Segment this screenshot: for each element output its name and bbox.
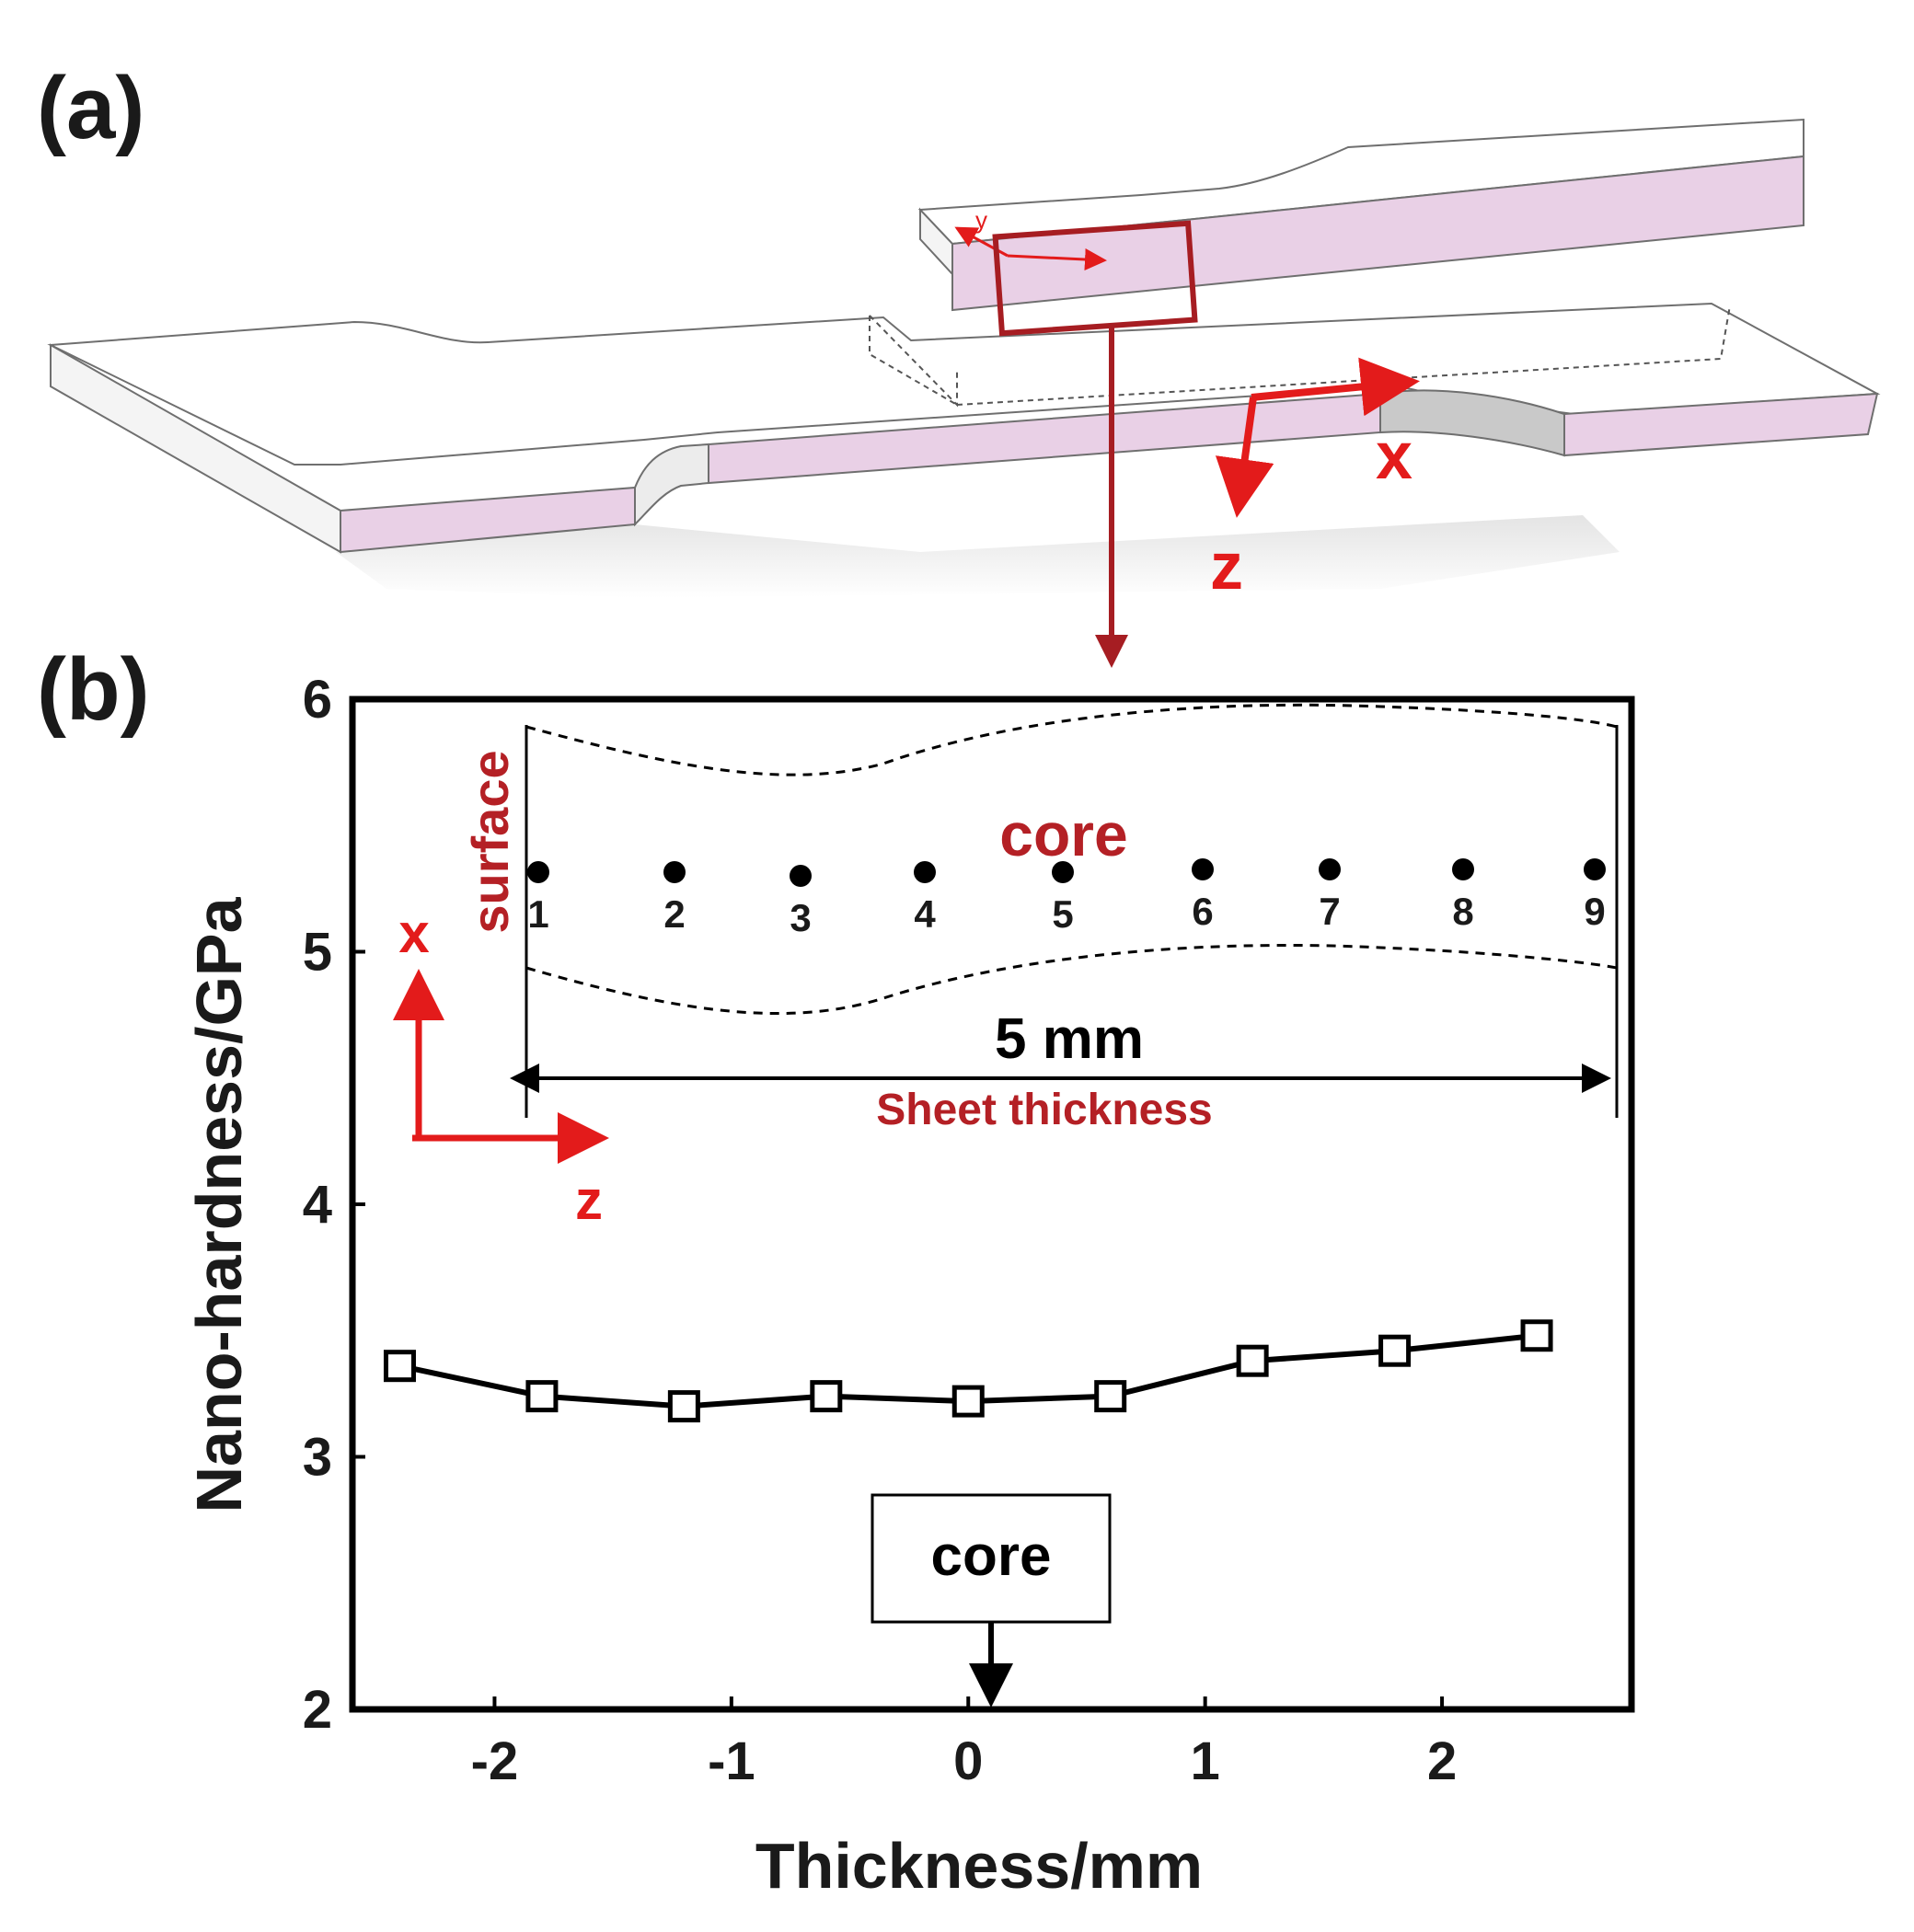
y-tick-label: 3 [303, 1428, 332, 1488]
core-callout-box [871, 1493, 1112, 1624]
lower-sheet [47, 302, 1881, 554]
data-point [1236, 1344, 1269, 1377]
data-point [1378, 1334, 1412, 1367]
indent-point [1319, 858, 1341, 880]
data-point [1094, 1380, 1127, 1413]
inset-axis-label-x: x [398, 903, 429, 964]
indent-point-label: 4 [914, 892, 936, 936]
upper-sheet [917, 118, 1804, 312]
x-axis-ticks: -2 -1 0 1 2 [471, 1696, 1457, 1791]
indent-point [1452, 858, 1474, 880]
lower-sheet-shadow [336, 515, 1620, 598]
inset-indent-points: 1 2 3 4 5 6 7 8 9 [527, 858, 1606, 939]
indent-point-label: 6 [1192, 890, 1213, 933]
lower-sheet-side-face-right [1563, 392, 1879, 457]
x-tick-label: 0 [953, 1731, 983, 1791]
lower-axis-label-z: z [1210, 530, 1243, 604]
indent-point-label: 2 [663, 892, 685, 936]
panel-label-a: (a) [37, 59, 144, 157]
thickness-value: 5 mm [995, 1007, 1144, 1071]
data-series [383, 1319, 1553, 1423]
lower-sheet-cutout-outline [869, 305, 1731, 408]
indent-point-label: 9 [1584, 890, 1605, 933]
data-point [667, 1390, 700, 1423]
y-tick-label: 4 [303, 1175, 332, 1235]
indent-point [1052, 861, 1074, 883]
panel-label-b: (b) [37, 640, 150, 739]
indent-point-label: 3 [790, 896, 811, 939]
inset-schematic: surface core 1 2 3 4 5 6 7 8 9 5 mm Sheet thickn… [393, 703, 1619, 1231]
indent-point [527, 861, 549, 883]
inset-lower-wave [525, 943, 1618, 1016]
y-tick-label: 5 [303, 923, 332, 983]
indent-point [790, 865, 812, 887]
chart: -2 -1 0 1 2 2 3 4 5 6 Thickness/mm Nano-hardness… [183, 670, 1635, 1902]
y-axis-title: Nano-hardness/GPa [183, 896, 255, 1512]
upper-sheet-top [917, 118, 1804, 246]
indent-point-label: 1 [527, 892, 548, 936]
lower-sheet-axes: x z [1210, 357, 1420, 604]
selection-box [992, 220, 1198, 337]
indent-point [1192, 858, 1214, 880]
y-axis-ticks: 2 3 4 5 6 [303, 670, 365, 1740]
lower-axis-label-x: x [1376, 420, 1412, 493]
data-point [525, 1380, 559, 1413]
x-tick-label: -1 [708, 1731, 755, 1791]
x-tick-label: 1 [1191, 1731, 1220, 1791]
indent-point [663, 861, 686, 883]
inset-surface-label: surface [461, 750, 519, 933]
x-axis-title: Thickness/mm [755, 1830, 1203, 1902]
upper-axis-label-y: y [975, 206, 987, 234]
lower-sheet-notch-left [634, 443, 709, 527]
lower-axis-arrow-x [1251, 357, 1420, 417]
indent-point-label: 5 [1052, 892, 1073, 936]
data-point [951, 1385, 985, 1418]
indent-point [914, 861, 936, 883]
indent-point-label: 8 [1452, 890, 1473, 933]
y-tick-label: 2 [303, 1680, 332, 1740]
upper-sheet-axes: y [954, 206, 1107, 270]
data-point [810, 1380, 843, 1413]
upper-sheet-side-face [951, 155, 1804, 312]
core-callout-label: core [931, 1524, 1052, 1588]
indent-point-label: 7 [1319, 890, 1340, 933]
upper-axis-arrow-x [1007, 248, 1107, 270]
specimen-diagram: y x z [47, 118, 1881, 668]
upper-axis-arrow-y [954, 226, 1009, 258]
thickness-caption: Sheet thickness [876, 1086, 1212, 1134]
indent-point [1584, 858, 1606, 880]
inset-axis-label-z: z [575, 1169, 603, 1231]
inset-core-label: core [999, 800, 1127, 868]
data-point [383, 1350, 416, 1383]
inset-upper-wave [525, 703, 1618, 776]
x-tick-label: -2 [471, 1731, 519, 1791]
y-tick-label: 6 [303, 670, 332, 730]
x-tick-label: 2 [1427, 1731, 1457, 1791]
data-point [1520, 1319, 1553, 1352]
lower-axis-arrow-z [1215, 397, 1274, 518]
